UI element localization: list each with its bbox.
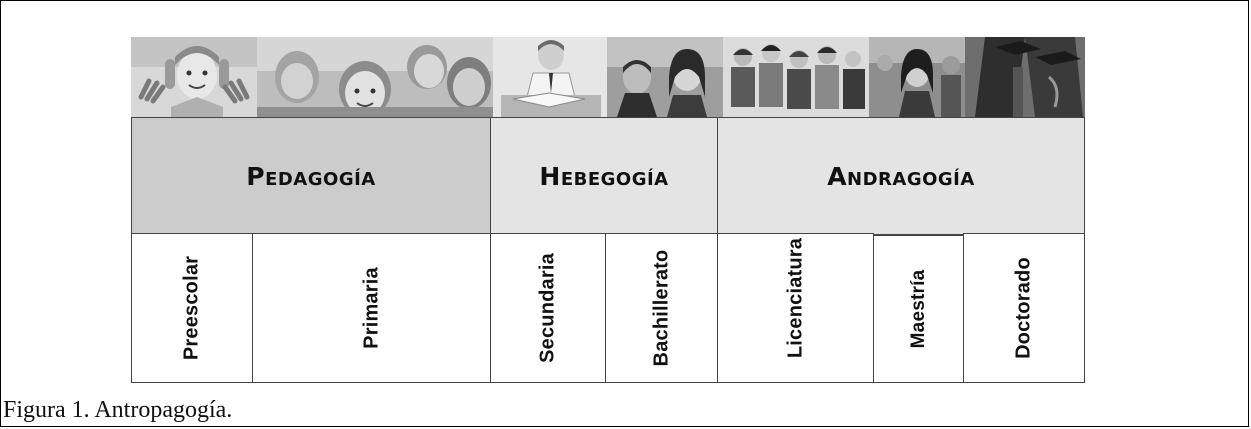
level-label: Secundaria: [536, 253, 559, 363]
level-cell: Licenciatura: [717, 233, 874, 383]
level-label: Doctorado: [1012, 257, 1035, 359]
photo-strip: [131, 37, 1085, 117]
level-cell: Preescolar: [131, 233, 253, 383]
student-studying-photo: [493, 37, 607, 117]
category-label: Andragogía: [827, 161, 975, 191]
level-cell: Maestría: [873, 235, 964, 383]
graduates-photo: [965, 37, 1085, 117]
level-label: Licenciatura: [784, 237, 806, 358]
category-band-andragogia: Andragogía: [717, 117, 1085, 235]
level-label: Primaria: [360, 267, 382, 349]
level-cell: Doctorado: [963, 233, 1085, 383]
level-label: Maestría: [907, 269, 929, 349]
level-cell: Primaria: [252, 233, 491, 383]
young-adults-photo: [869, 37, 965, 117]
figure-caption: Figura 1. Antropagogía.: [3, 397, 233, 423]
level-cell: Bachillerato: [605, 233, 718, 383]
level-label: Bachillerato: [650, 249, 672, 367]
category-band-pedagogia: Pedagogía: [131, 117, 491, 235]
category-label: Hebegogía: [539, 161, 669, 191]
university-students-photo: [723, 37, 869, 117]
child-waving-photo: [131, 37, 257, 117]
children-group-photo: [257, 37, 493, 117]
category-band-hebegogia: Hebegogía: [490, 117, 718, 235]
category-label: Pedagogía: [246, 161, 376, 191]
level-cell: Secundaria: [490, 233, 606, 383]
level-label: Preescolar: [180, 255, 203, 361]
teen-students-photo: [607, 37, 723, 117]
